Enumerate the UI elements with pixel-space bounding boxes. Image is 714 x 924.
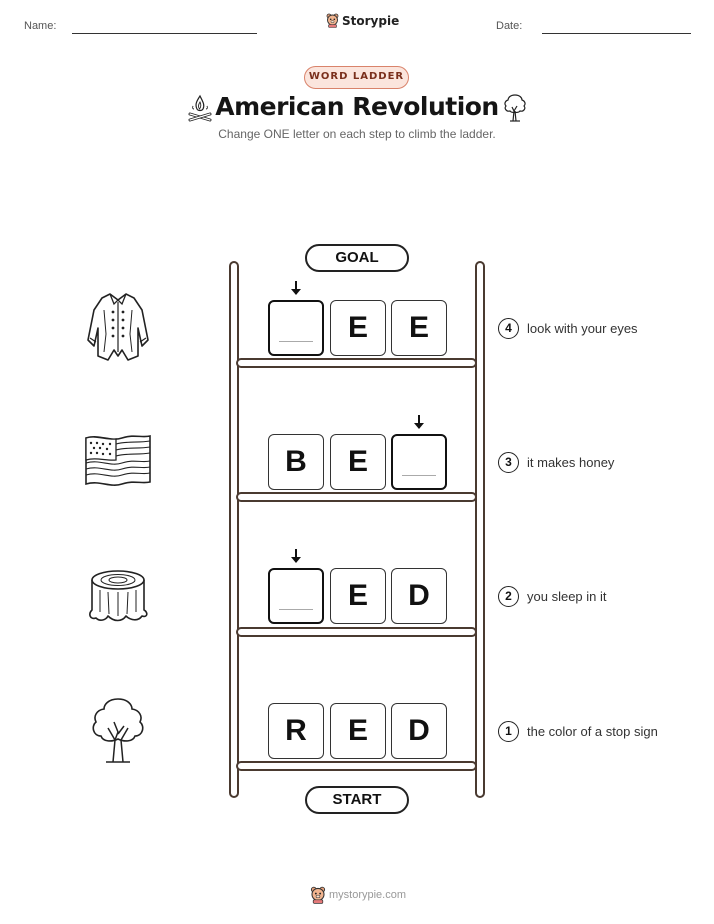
step-number: 1 (498, 721, 519, 742)
letter-tile: E (330, 703, 386, 759)
ladder-rung (236, 492, 477, 502)
letter-tile: E (330, 434, 386, 490)
tree-icon (504, 94, 526, 122)
clue-text: you sleep in it (527, 589, 607, 604)
ladder-rung (236, 627, 477, 637)
name-label: Name: (24, 20, 57, 32)
clue-step-4: 4 look with your eyes (498, 318, 638, 339)
brand-logo: Storypie (326, 13, 399, 28)
letter-tile: E (330, 300, 386, 356)
clue-step-1: 1 the color of a stop sign (498, 721, 658, 742)
letter-tile: D (391, 703, 447, 759)
brand-name: Storypie (342, 13, 400, 28)
step-number: 4 (498, 318, 519, 339)
down-arrow-icon (414, 415, 424, 429)
letter-tile: E (330, 568, 386, 624)
page-subtitle: Change ONE letter on each step to climb … (218, 127, 496, 141)
bear-icon (326, 13, 339, 28)
letter-input[interactable] (268, 568, 324, 624)
date-line[interactable] (542, 33, 691, 34)
bear-icon (310, 886, 326, 904)
letter-tile: E (391, 300, 447, 356)
step-number: 3 (498, 452, 519, 473)
word-ladder-badge: WORD LADDER (304, 66, 409, 89)
clue-step-2: 2 you sleep in it (498, 586, 607, 607)
colonial-coat-icon (87, 293, 149, 361)
down-arrow-icon (291, 549, 301, 563)
letter-input[interactable] (391, 434, 447, 490)
down-arrow-icon (291, 281, 301, 295)
letter-tile: B (268, 434, 324, 490)
clue-text: it makes honey (527, 455, 615, 470)
page-title: American Revolution (215, 92, 499, 121)
name-line[interactable] (72, 33, 257, 34)
step-number: 2 (498, 586, 519, 607)
american-flag-icon (85, 434, 151, 486)
campfire-icon (188, 94, 212, 122)
clue-step-3: 3 it makes honey (498, 452, 614, 473)
letter-input[interactable] (268, 300, 324, 356)
clue-text: look with your eyes (527, 321, 638, 336)
clue-text: the color of a stop sign (527, 724, 658, 739)
tree-stump-icon (89, 570, 148, 622)
letter-tile: D (391, 568, 447, 624)
footer-url[interactable]: mystorypie.com (329, 889, 407, 901)
goal-label: GOAL (305, 244, 409, 272)
letter-tile: R (268, 703, 324, 759)
footer: mystorypie.com (310, 886, 406, 904)
start-label: START (305, 786, 409, 814)
date-label: Date: (496, 20, 523, 32)
ladder-rung (236, 761, 477, 771)
ladder-rung (236, 358, 477, 368)
ladder-right-rail (475, 261, 485, 798)
ladder-left-rail (229, 261, 239, 798)
tree-icon (92, 698, 144, 763)
